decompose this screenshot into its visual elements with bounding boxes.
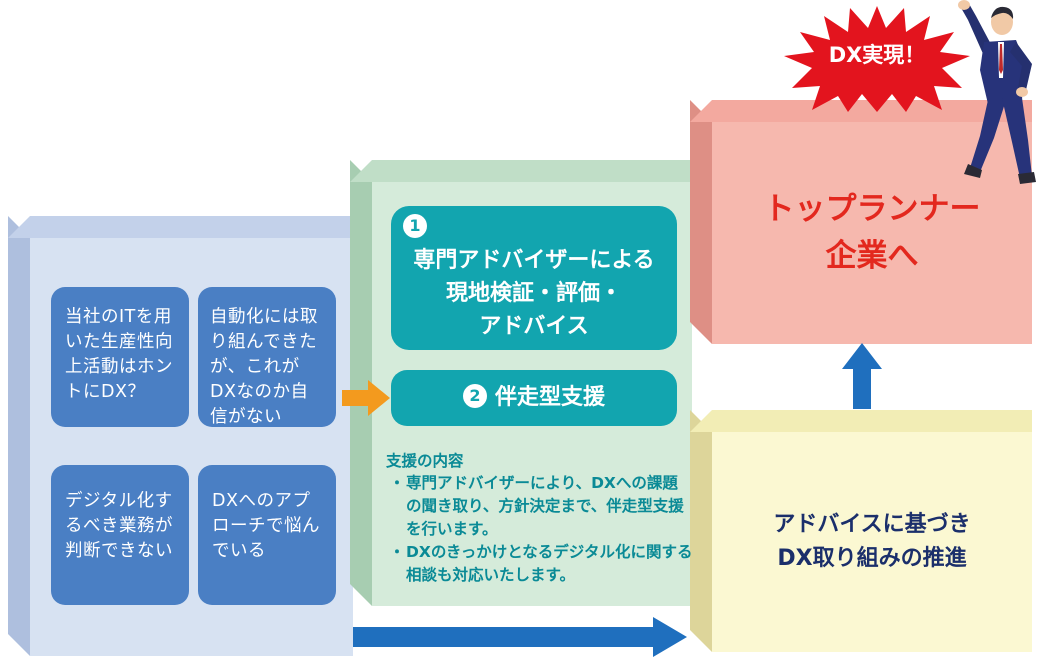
support-item: ・専門アドバイザーにより、DXへの課題の聞き取り、方針決定まで、伴走型支援を行い… bbox=[389, 474, 684, 538]
support-item: ・DXのきっかけとなるデジタル化に関する相談も対応いたします。 bbox=[389, 543, 693, 584]
upper-right-box-side bbox=[690, 100, 712, 344]
concern-card-3: デジタル化す るべき業務が 判断できない bbox=[51, 465, 189, 605]
lower-right-box-side bbox=[690, 410, 712, 652]
step1-line3: アドバイス bbox=[479, 314, 589, 339]
step1-line1: 専門アドバイザーによる bbox=[413, 248, 655, 273]
starburst-icon bbox=[784, 6, 970, 112]
step1-box: 1 専門アドバイザーによる 現地検証・評価・ アドバイス bbox=[391, 206, 677, 350]
support-list: ・専門アドバイザーにより、DXへの課題の聞き取り、方針決定まで、伴走型支援を行い… bbox=[388, 472, 693, 587]
concern-card-1: 当社のITを用 いた生産性向 上活動はホン トにDX？ bbox=[51, 287, 189, 427]
support-heading: 支援の内容 bbox=[386, 452, 464, 470]
lower-right-box-front bbox=[712, 432, 1032, 652]
top-runner-text: トップランナー 企業へ bbox=[763, 191, 981, 274]
upper-right-box-top bbox=[690, 100, 1032, 122]
promotion-text: アドバイスに基づき DX取り組みの推進 bbox=[773, 512, 971, 571]
lower-right-box-top bbox=[690, 410, 1032, 432]
step1-line2: 現地検証・評価・ bbox=[445, 281, 622, 306]
cheering-businessman-icon bbox=[958, 0, 1036, 184]
concern-card-2: 自動化には取 り組んできた が、これが DXなのか自 信がない bbox=[198, 287, 336, 427]
concern-card-4: DXへのアプ ローチで悩ん でいる bbox=[198, 465, 336, 605]
dx-realized-text: DX実現！ bbox=[828, 43, 926, 67]
middle-box-top bbox=[350, 160, 692, 182]
step2-box: 2 伴走型支援 bbox=[391, 370, 677, 426]
left-box-side bbox=[8, 216, 30, 656]
orange-right-arrow-icon bbox=[342, 380, 390, 416]
step2-number-badge: 2 bbox=[462, 384, 487, 408]
step1-number-badge: 1 bbox=[403, 214, 427, 238]
middle-box-side bbox=[350, 160, 372, 606]
left-box-top bbox=[8, 216, 353, 238]
blue-right-arrow-icon bbox=[353, 617, 687, 657]
step2-label: 伴走型支援 bbox=[494, 385, 605, 410]
blue-up-arrow-icon bbox=[842, 343, 882, 409]
